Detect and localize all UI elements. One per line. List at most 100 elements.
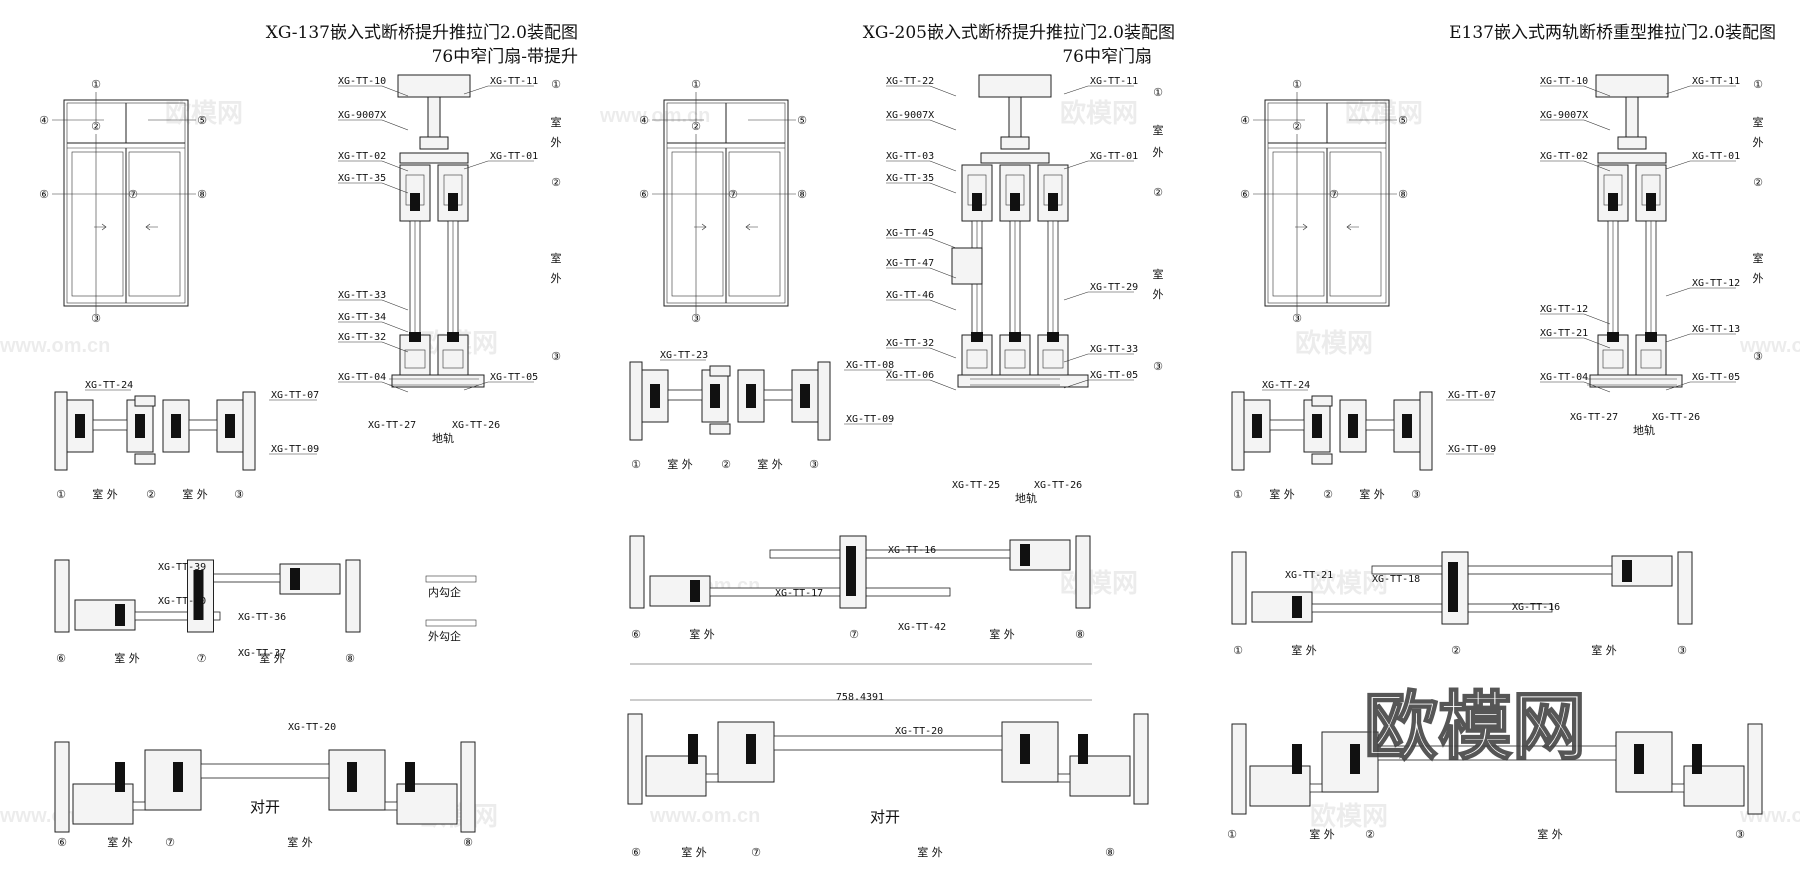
- section-marker: 室 外: [92, 487, 118, 501]
- part-label: XG-TT-11: [1692, 76, 1740, 87]
- part-label: XG-9007X: [338, 110, 386, 121]
- side-marker: 室: [1153, 267, 1164, 281]
- part-label: XG-TT-25: [952, 480, 1000, 491]
- part-label: XG-TT-24: [1262, 380, 1310, 391]
- section-marker: ③: [1735, 828, 1745, 841]
- part-label: XG-TT-20: [895, 726, 943, 737]
- elevation-marker: ⑧: [797, 188, 807, 201]
- vertical-section-labels: XG-TT-10XG-9007XXG-TT-02XG-TT-12XG-TT-21…: [1540, 76, 1764, 437]
- side-marker: 外: [551, 272, 562, 285]
- section-marker: 室 外: [259, 651, 285, 665]
- section-marker: 室 外: [689, 627, 715, 641]
- side-marker: 外: [1153, 146, 1164, 159]
- elevation-marker: ②: [1292, 120, 1302, 133]
- elevation-marker: ⑦: [128, 188, 138, 201]
- part-label: XG-TT-40: [158, 596, 206, 607]
- section-marker: ③: [1411, 488, 1421, 501]
- part-label: XG-TT-26: [452, 420, 500, 431]
- part-label: XG-TT-16: [888, 545, 936, 556]
- center-caption: 对开: [250, 798, 280, 816]
- part-label: XG-TT-05: [1090, 370, 1138, 381]
- section-marker: 室 外: [1269, 487, 1295, 501]
- side-marker: 室: [1753, 115, 1764, 129]
- side-marker: 外: [1153, 288, 1164, 301]
- part-label: XG-TT-12: [1540, 304, 1588, 315]
- part-label: XG-TT-46: [886, 290, 934, 301]
- part-label: XG-TT-03: [886, 151, 934, 162]
- part-label: XG-TT-16: [1512, 602, 1560, 613]
- watermark-logo: 欧模网: [1364, 684, 1586, 770]
- part-label: XG-TT-24: [85, 380, 133, 391]
- part-label: XG-TT-34: [338, 312, 386, 323]
- part-label: XG-TT-12: [1692, 278, 1740, 289]
- side-marker: ②: [551, 176, 561, 189]
- center-caption: 对开: [870, 808, 900, 826]
- section-marker: ②: [146, 488, 156, 501]
- part-label: XG-TT-47: [886, 258, 934, 269]
- side-marker: 室: [1153, 123, 1164, 137]
- part-label: XG-TT-33: [1090, 344, 1138, 355]
- section-marker: 室 外: [757, 457, 783, 471]
- part-label: XG-TT-11: [1090, 76, 1138, 87]
- elevation-marker: ③: [91, 312, 101, 325]
- side-marker: ③: [551, 350, 561, 363]
- section-marker: 室 外: [182, 487, 208, 501]
- section-marker: 室 外: [917, 845, 943, 859]
- part-label: XG-TT-32: [886, 338, 934, 349]
- side-marker: ②: [1753, 176, 1763, 189]
- part-label: XG-TT-09: [271, 444, 319, 455]
- part-label: XG-TT-01: [1692, 151, 1740, 162]
- side-marker: 外: [1753, 136, 1764, 149]
- part-label: XG-TT-07: [1448, 390, 1496, 401]
- part-label: XG-TT-33: [338, 290, 386, 301]
- part-label: XG-TT-26: [1652, 412, 1700, 423]
- elevation-marker: ⑦: [728, 188, 738, 201]
- section-marker: ⑧: [1075, 628, 1085, 641]
- section-marker: ②: [1451, 644, 1461, 657]
- part-label: XG-9007X: [886, 110, 934, 121]
- part-label: XG-TT-09: [1448, 444, 1496, 455]
- part-label: XG-TT-37: [238, 648, 286, 659]
- small-caption: 外勾企: [428, 629, 461, 643]
- section-marker: ⑥: [631, 846, 641, 859]
- part-label: XG-TT-45: [886, 228, 934, 239]
- part-label: XG-TT-21: [1285, 570, 1333, 581]
- section-marker: ①: [1227, 828, 1237, 841]
- side-marker: ②: [1153, 186, 1163, 199]
- watermark-text: 欧模网: [1345, 98, 1423, 129]
- section-marker: 室 外: [1591, 643, 1617, 657]
- part-label: XG-TT-10: [1540, 76, 1588, 87]
- section-marker: ⑥: [56, 652, 66, 665]
- part-label: XG-TT-35: [886, 173, 934, 184]
- elevation-marker: ⑧: [197, 188, 207, 201]
- ground-rail-caption: 地轨: [1633, 423, 1655, 437]
- section-marker: ③: [809, 458, 819, 471]
- elevation-marker: ⑥: [1240, 188, 1250, 201]
- section-marker: ⑧: [463, 836, 473, 849]
- part-label: XG-TT-11: [490, 76, 538, 87]
- ground-rail-caption: 地轨: [1015, 491, 1037, 505]
- section-marker: ②: [1323, 488, 1333, 501]
- section-marker: 室 外: [989, 627, 1015, 641]
- elevation-marker: ①: [691, 78, 701, 91]
- part-label: XG-TT-10: [338, 76, 386, 87]
- watermark-text: 欧模网: [1060, 568, 1138, 599]
- side-marker: ①: [1153, 86, 1163, 99]
- part-label: XG-TT-02: [1540, 151, 1588, 162]
- part-label: XG-TT-27: [368, 420, 416, 431]
- watermark-text: 欧模网: [1295, 328, 1373, 359]
- part-label: XG-TT-35: [338, 173, 386, 184]
- elevation-marker: ⑤: [797, 114, 807, 127]
- vertical-section: [1587, 74, 1683, 388]
- section-marker: 室 外: [1291, 643, 1317, 657]
- part-label: XG-TT-22: [886, 76, 934, 87]
- part-label: XG-TT-23: [660, 350, 708, 361]
